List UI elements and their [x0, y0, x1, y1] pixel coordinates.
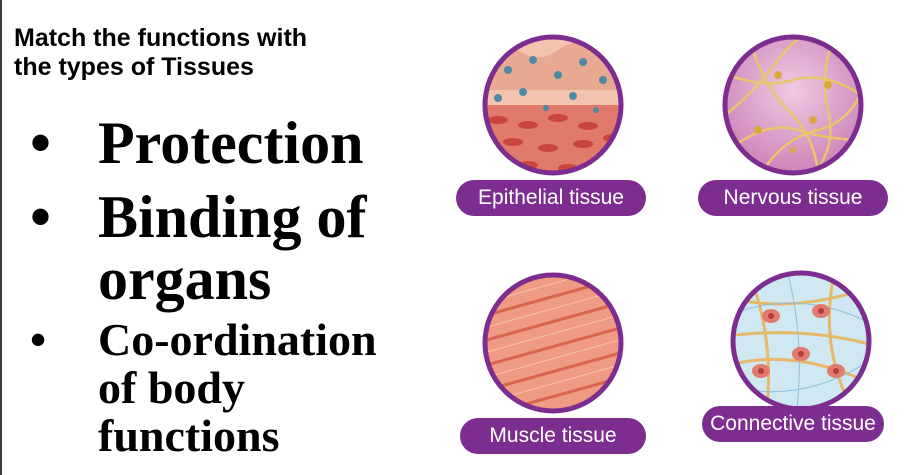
- epithelial-tissue-illustration: [482, 34, 624, 176]
- connective-tissue-illustration: [730, 270, 872, 412]
- tissue-label-epithelial: Epithelial tissue: [456, 180, 646, 216]
- slide-left-border: [0, 0, 2, 475]
- slide-heading: Match the functions with the types of Ti…: [14, 24, 444, 82]
- nervous-tissue-card: Nervous tissue: [698, 30, 888, 216]
- muscle-tissue-illustration: [482, 272, 624, 414]
- connective-tissue-card: Connective tissue: [702, 266, 884, 442]
- tissue-label-muscle: Muscle tissue: [460, 418, 646, 454]
- bullet-marker: •: [30, 314, 47, 365]
- bullet-text-line-1: Co-ordination: [98, 314, 377, 365]
- bullet-marker: •: [30, 110, 52, 176]
- bullet-text: Protection: [98, 110, 364, 176]
- bullet-text-line-2: organs: [98, 246, 272, 312]
- tissue-label-nervous: Nervous tissue: [698, 180, 888, 216]
- epithelial-tissue-card: Epithelial tissue: [456, 30, 646, 216]
- bullet-text-line-2: of body: [98, 362, 245, 413]
- bullet-text-line-1: Binding of: [98, 184, 367, 250]
- tissue-label-connective: Connective tissue: [702, 406, 884, 442]
- bullet-text-line-3: functions: [98, 410, 280, 461]
- heading-line-1: Match the functions with: [14, 24, 308, 52]
- muscle-tissue-card: Muscle tissue: [460, 268, 646, 454]
- heading-line-2: the types of Tissues: [14, 53, 254, 81]
- nervous-tissue-illustration: [722, 34, 864, 176]
- bullet-marker: •: [30, 184, 52, 250]
